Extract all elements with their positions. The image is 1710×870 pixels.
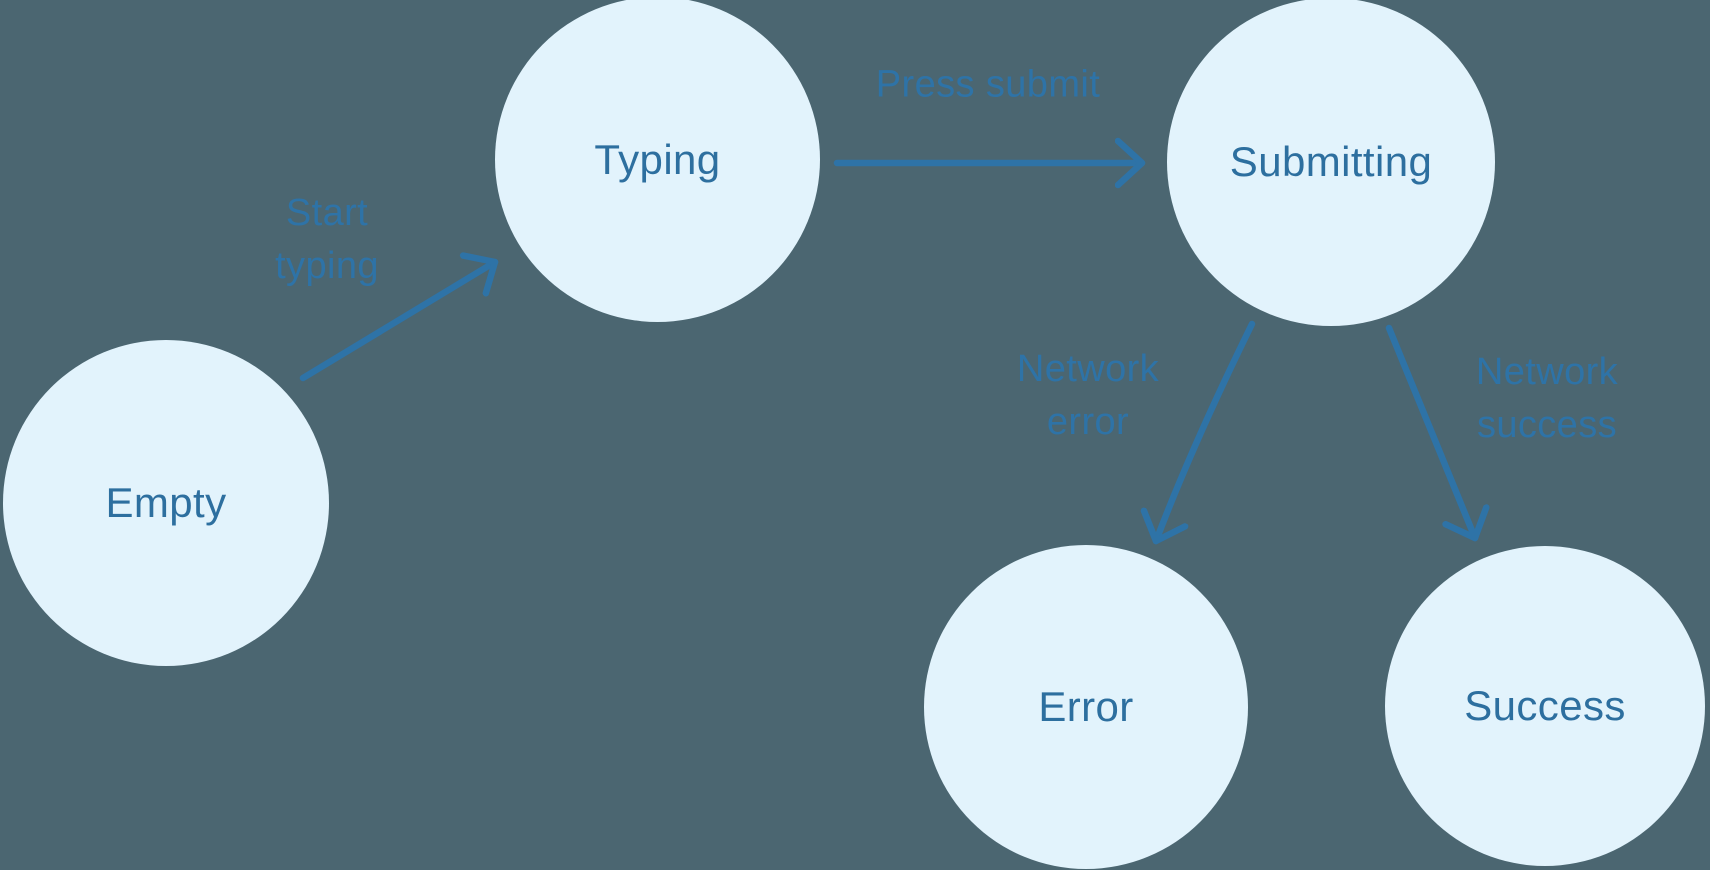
transition-arrow-network-success <box>1385 324 1475 542</box>
transition-arrow-start-typing <box>299 262 499 382</box>
state-node-submitting[interactable]: Submitting <box>1167 0 1495 326</box>
state-label-success: Success <box>1464 682 1626 729</box>
state-label-error: Error <box>1038 683 1134 730</box>
transition-arrow-network-error <box>1156 320 1256 545</box>
transition-label-network-success: Network success <box>1475 351 1619 446</box>
state-label-typing: Typing <box>594 135 721 183</box>
state-label-empty: Empty <box>105 479 227 526</box>
transition-label-network-error: Network error <box>1016 348 1160 443</box>
state-node-empty[interactable]: Empty <box>3 340 329 666</box>
transition-label-start-typing: Start typing <box>275 192 379 287</box>
state-node-success[interactable]: Success <box>1385 546 1705 866</box>
state-node-error[interactable]: Error <box>924 545 1248 869</box>
transition-label-press-submit: Press submit <box>875 63 1101 106</box>
state-label-submitting: Submitting <box>1229 138 1433 185</box>
state-node-typing[interactable]: Typing <box>495 0 820 322</box>
